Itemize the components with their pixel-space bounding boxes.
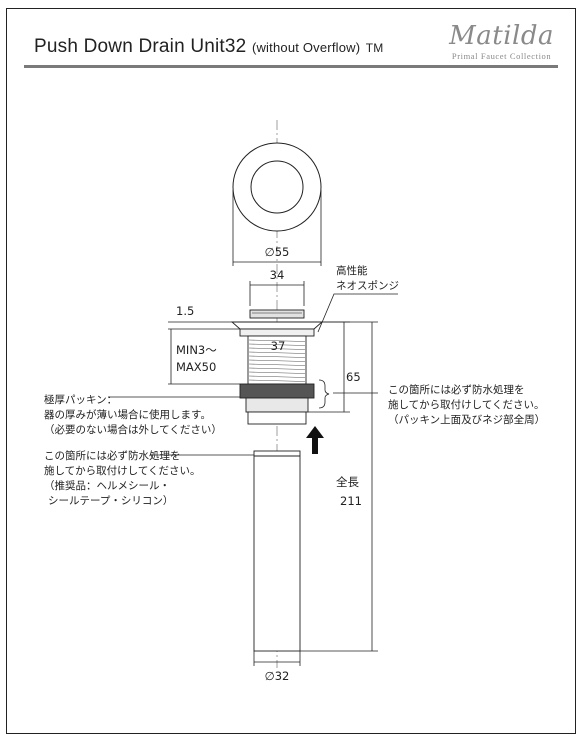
drain-flange <box>230 321 324 330</box>
thread-line <box>248 379 306 382</box>
total-length-title: 全長 <box>336 475 359 489</box>
brand-logo: Matilda Primal Faucet Collection <box>449 22 554 61</box>
pipe-diameter-label: ∅32 <box>265 669 290 683</box>
waterproof-lower-note-3: （推奨品：ヘルメシール・ <box>44 479 170 492</box>
bottom-washer <box>247 411 307 425</box>
waterproof-upper-note-3: （パッキン上面及びネジ部全周） <box>388 413 545 426</box>
title-main: Push Down Drain Unit32 <box>34 36 247 57</box>
waterproof-brace <box>318 379 330 409</box>
body-width-label: 37 <box>271 339 286 353</box>
page-title: Push Down Drain Unit32 (without Overflow… <box>34 36 384 58</box>
cap-top-view <box>232 142 322 232</box>
packing-note-2: 器の厚みが薄い場合に使用します。 <box>44 408 211 421</box>
thread-line <box>248 367 306 370</box>
header-rule <box>24 65 558 68</box>
upper-height-label: 65 <box>346 370 361 384</box>
dim-thickness-range <box>168 329 240 385</box>
thickness-range-min: MIN3〜 <box>176 343 217 357</box>
tailpiece-pipe <box>253 450 301 652</box>
drain-cap <box>249 309 305 319</box>
packing-note-1: 極厚パッキン： <box>44 393 117 406</box>
thread-line <box>248 375 306 378</box>
dim-cap-diameter <box>232 190 322 266</box>
cap-diameter-label: ∅55 <box>265 245 290 259</box>
thread-line <box>248 339 306 342</box>
title-subtitle: (without Overflow) <box>251 40 361 55</box>
thread-line <box>248 351 306 354</box>
waterproof-lower-note-4: シールテープ・シリコン） <box>48 495 173 507</box>
brand-name: Matilda <box>449 21 554 51</box>
thickness-range-max: MAX50 <box>176 360 216 374</box>
waterproof-upper-note-2: 施してから取付けしてください。 <box>388 398 545 411</box>
dim-flange-thickness <box>168 321 240 330</box>
cap-inner-label: 34 <box>270 268 285 282</box>
thread-line <box>248 359 306 362</box>
dim-cap-inner <box>249 281 305 306</box>
thread-lines <box>248 339 306 382</box>
dim-total-length <box>300 321 378 652</box>
sponge-gasket <box>239 328 315 337</box>
waterproof-lower-note-1: この箇所には必ず防水処理を <box>44 449 181 462</box>
sponge-leader <box>317 293 398 333</box>
waterproof-upper-note-1: この箇所には必ず防水処理を <box>388 383 525 396</box>
title-trademark: TM <box>365 41 384 55</box>
thread-line <box>248 347 306 350</box>
drain-side-view <box>230 309 324 425</box>
flange-thickness-label: 1.5 <box>176 304 194 318</box>
brand-tagline: Primal Faucet Collection <box>451 51 552 61</box>
page-frame <box>6 8 576 734</box>
up-arrow-icon <box>306 426 324 454</box>
thread-line <box>248 363 306 366</box>
thick-packing <box>239 383 315 399</box>
total-length-value: 211 <box>340 494 362 508</box>
sponge-note-1: 高性能 <box>336 264 368 277</box>
thread-line <box>248 343 306 346</box>
packing-note-3: （必要のない場合は外してください） <box>44 423 222 436</box>
dim-pipe-diameter <box>253 651 301 666</box>
thread-line <box>248 371 306 374</box>
sponge-note-2: ネオスポンジ <box>336 280 399 292</box>
thread-line <box>248 355 306 358</box>
waterproof-lower-note-2: 施してから取付けしてください。 <box>44 464 201 477</box>
lock-nut <box>245 397 309 413</box>
